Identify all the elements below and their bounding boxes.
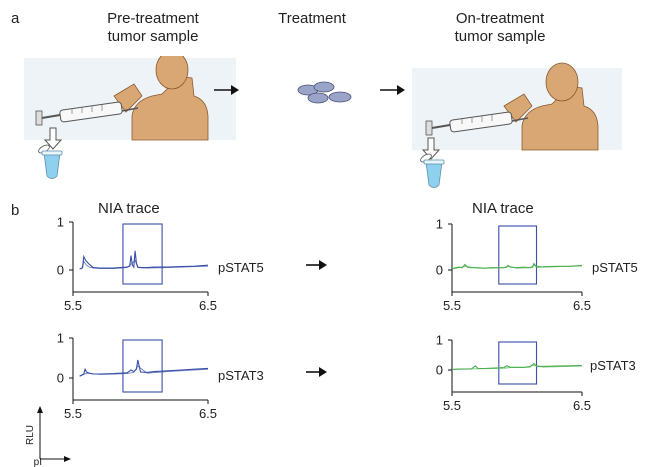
trace-line-2 <box>79 365 209 377</box>
panel-a-letter: a <box>11 10 20 27</box>
x-tick-label: 5.5 <box>64 298 82 313</box>
x-tick-label: 5.5 <box>64 406 82 421</box>
biopsy-syringe-icon <box>425 111 529 136</box>
pre-pstat5-chart: 1 0 5.5 6.5 pSTAT5 <box>57 215 264 314</box>
highlight-box <box>122 223 163 285</box>
arrow-right-icon <box>306 260 327 270</box>
patient-figure <box>113 56 209 141</box>
trace-line-2 <box>451 364 583 370</box>
left-trace-title: NIA trace <box>98 200 160 217</box>
on-pstat5-chart: 1 0 5.5 6.5 pSTAT5 <box>436 217 638 314</box>
treatment-pills-icon <box>297 81 352 104</box>
trace-line-1 <box>79 250 209 270</box>
treatment-label: Treatment <box>278 10 346 27</box>
y-tick-label: 1 <box>57 215 64 230</box>
pre-treatment-label-line1: Pre-treatment <box>107 10 199 27</box>
y-tick-label: 0 <box>436 263 443 278</box>
trace-line-1 <box>79 359 209 377</box>
y-tick-label: 0 <box>57 263 64 278</box>
axis-key: RLU pI <box>25 406 71 467</box>
on-treatment-label-line2: tumor sample <box>454 28 546 45</box>
sample-tube-icon <box>38 144 63 179</box>
arrow-right-icon <box>214 85 239 95</box>
panel-b-letter: b <box>11 202 20 219</box>
marker-label: pSTAT3 <box>590 358 636 373</box>
arrow-right-icon <box>306 367 327 377</box>
x-tick-label: 5.5 <box>443 298 461 313</box>
pre-treatment-label-line2: tumor sample <box>107 28 199 45</box>
biopsy-syringe-icon <box>35 101 139 126</box>
x-tick-label: 6.5 <box>573 398 591 413</box>
right-trace-title: NIA trace <box>472 200 534 217</box>
marker-label: pSTAT5 <box>218 260 264 275</box>
axis-key-y-label: RLU <box>25 425 36 445</box>
down-arrow-icon <box>421 137 441 160</box>
marker-label: pSTAT5 <box>592 260 638 275</box>
trace-line-2 <box>79 259 209 270</box>
x-tick-label: 6.5 <box>199 298 217 313</box>
marker-label: pSTAT3 <box>218 368 264 383</box>
highlight-box <box>498 225 538 285</box>
patient-figure <box>503 62 599 151</box>
on-treatment-scene <box>412 62 622 188</box>
highlight-box <box>498 341 538 385</box>
y-tick-label: 0 <box>57 371 64 386</box>
sample-tube-icon <box>420 153 445 188</box>
y-tick-label: 1 <box>57 331 64 346</box>
arrow-right-icon <box>380 85 405 95</box>
pre-treatment-label: Pre-treatment tumor sample <box>78 10 228 46</box>
x-tick-label: 6.5 <box>573 298 591 313</box>
x-tick-label: 5.5 <box>443 398 461 413</box>
pre-treatment-scene <box>24 56 236 179</box>
y-tick-label: 1 <box>436 333 443 348</box>
down-arrow-icon <box>43 127 63 150</box>
pre-pstat3-chart: 1 0 5.5 6.5 pSTAT3 <box>57 331 264 422</box>
on-pstat3-chart: 1 0 5.5 6.5 pSTAT3 <box>436 333 636 414</box>
axis-key-x-label: pI <box>34 457 42 467</box>
on-treatment-label: On-treatment tumor sample <box>425 10 575 46</box>
highlight-box <box>122 339 163 393</box>
y-tick-label: 1 <box>436 217 443 232</box>
on-treatment-label-line1: On-treatment <box>455 10 545 27</box>
x-tick-label: 6.5 <box>199 406 217 421</box>
trace-line-2 <box>451 264 583 270</box>
y-tick-label: 0 <box>436 363 443 378</box>
